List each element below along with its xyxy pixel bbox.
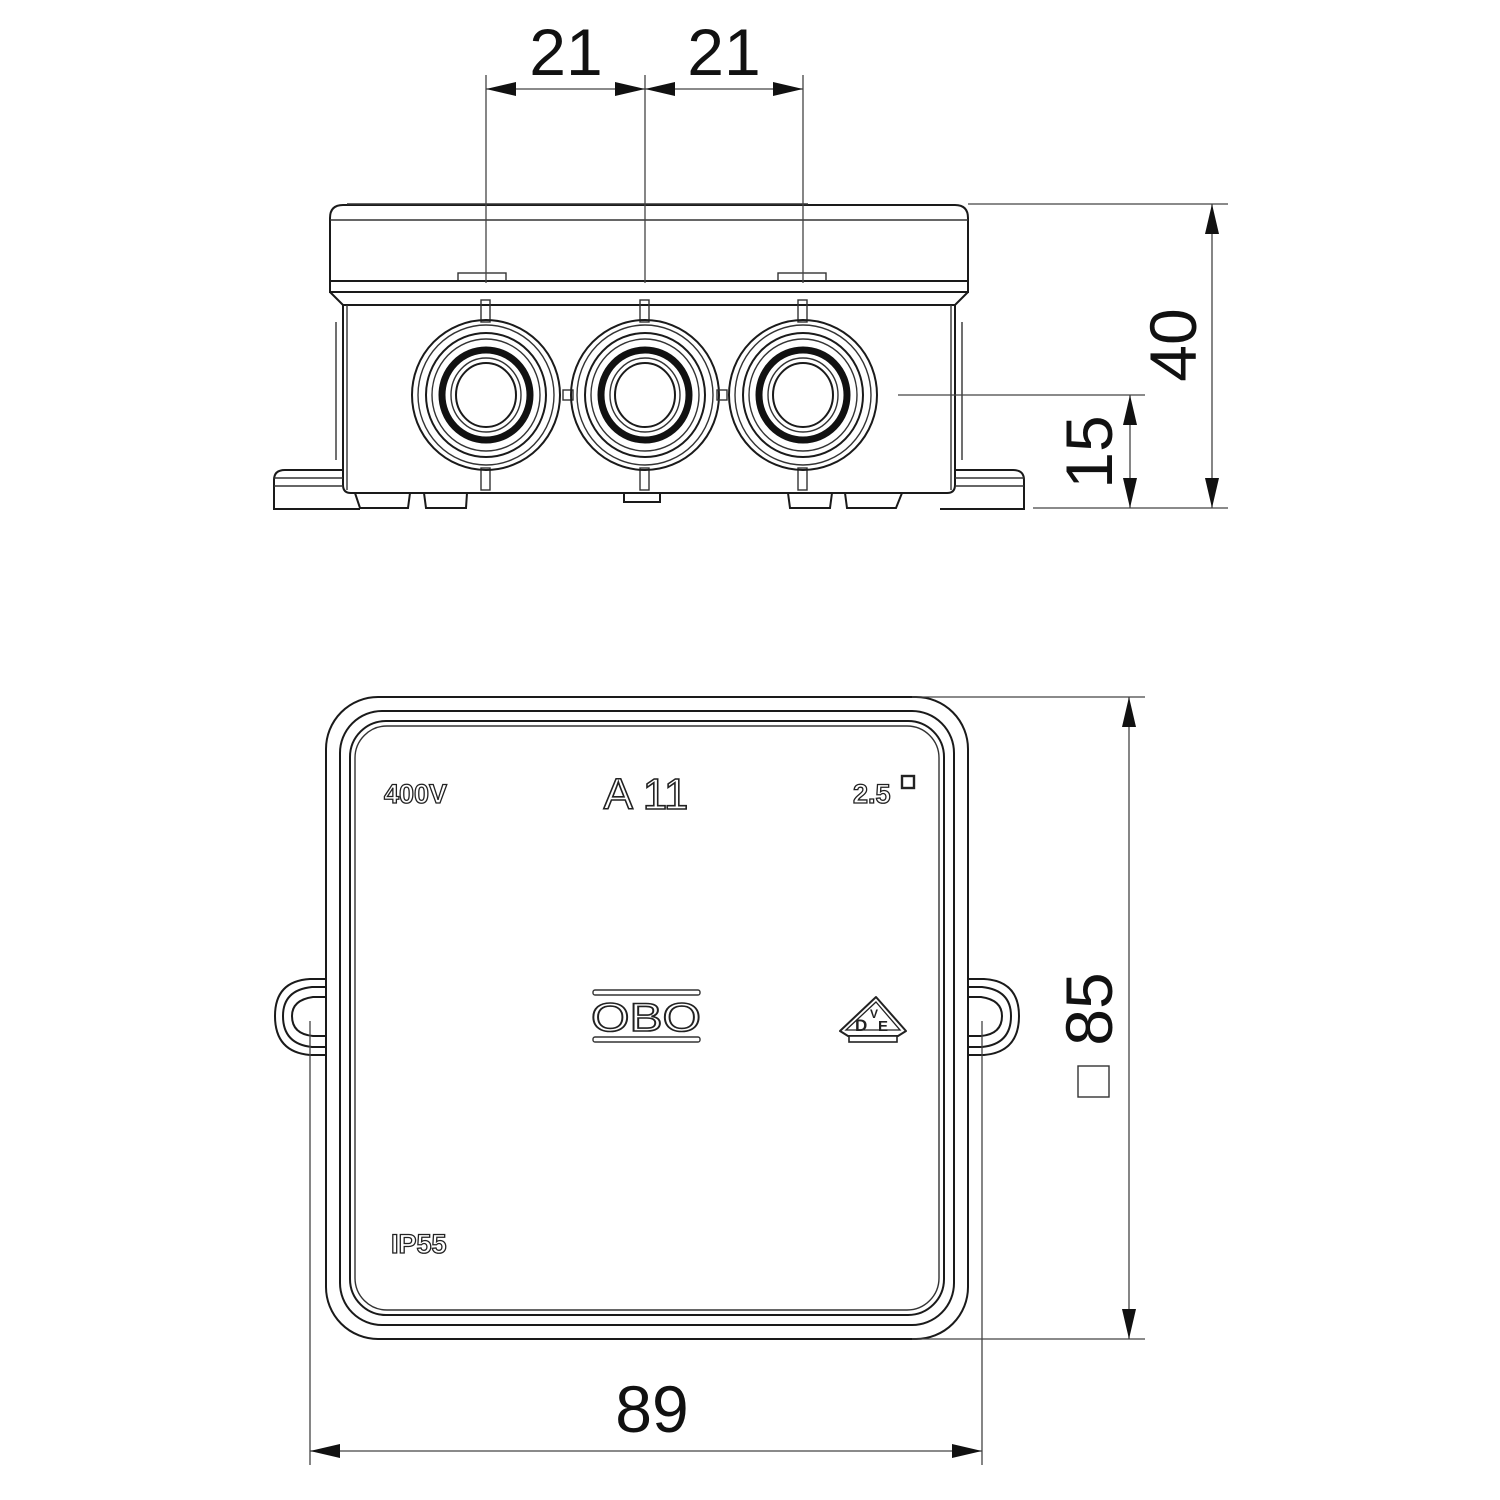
dim-spacing-left: 21 [529, 15, 602, 89]
dim-entry-height: 15 [1052, 415, 1126, 488]
top-view: 400V A 11 2.5 IP55 OBO V D E 89 [273, 696, 1145, 1465]
cable-entry-left [411, 299, 561, 491]
dimension-square: 85 [912, 696, 1145, 1340]
dim-width: 89 [615, 1372, 688, 1446]
obo-logo: OBO [590, 989, 702, 1043]
square-dimension-symbol-icon [1077, 1065, 1110, 1098]
mounting-lug-right [968, 978, 1021, 1056]
dimension-entry-height: 15 [898, 394, 1145, 508]
cable-entry-center [570, 299, 720, 491]
vde-letter-d: D [855, 1016, 867, 1035]
dim-height: 40 [1136, 308, 1210, 381]
dimension-width: 89 [309, 1021, 983, 1465]
dimension-entry-spacing: 21 21 [485, 15, 804, 283]
protection-rating-marking: IP55 [391, 1229, 447, 1259]
obo-logo-text: OBO [591, 996, 701, 1040]
dimension-total-height: 40 [968, 203, 1228, 509]
square-symbol-icon [900, 774, 916, 790]
cross-section-marking: 2.5 [853, 779, 891, 809]
dim-square-size: 85 [1052, 972, 1126, 1045]
mounting-lug-left [273, 978, 326, 1056]
voltage-marking: 400V [384, 779, 447, 809]
vde-letter-e: E [878, 1018, 888, 1035]
vde-certification-icon: V D E [839, 996, 907, 1043]
dim-spacing-right: 21 [687, 15, 760, 89]
model-marking: A 11 [604, 770, 689, 819]
vde-letter-v: V [870, 1007, 878, 1021]
cable-entry-right [728, 299, 878, 491]
side-view: 21 21 40 15 [273, 15, 1228, 510]
